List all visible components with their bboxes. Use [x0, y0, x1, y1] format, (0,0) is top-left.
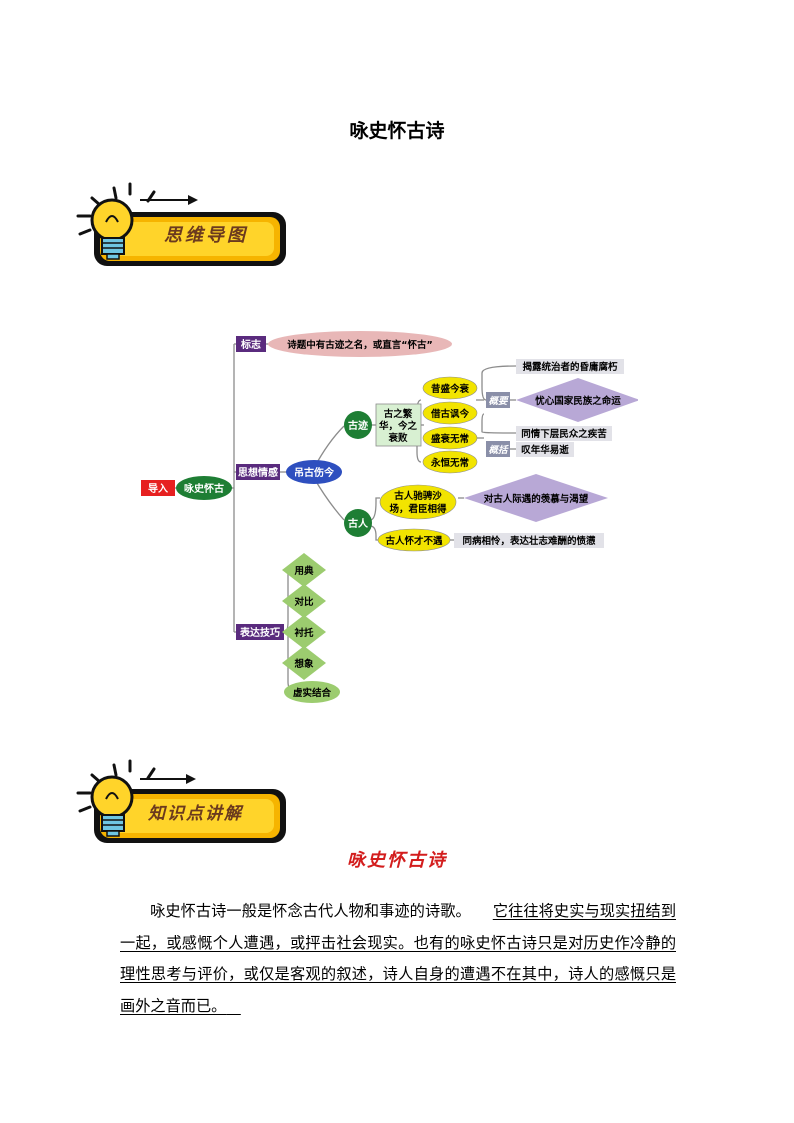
node-guji-desc-2: 华，今之: [379, 420, 418, 432]
oval-4: 永恒无常: [430, 457, 469, 469]
node-gaikuo: 概括: [488, 444, 509, 456]
result-1: 揭露统治者的昏庸腐朽: [522, 361, 618, 373]
banner-mindmap-label: 思维导图: [164, 225, 248, 246]
node-guren-2-desc: 同病相怜，表达壮志难酬的愤懑: [462, 535, 596, 547]
node-guren-2: 古人怀才不遇: [385, 535, 443, 547]
tech-4: 想象: [293, 658, 314, 670]
node-diaogu: 吊古伤今: [294, 466, 335, 479]
tech-5: 虚实结合: [293, 687, 332, 699]
node-gaiyao: 概要: [488, 395, 509, 407]
node-guren-1-line1: 古人驰骋沙: [394, 490, 442, 502]
node-guji: 古迹: [348, 419, 368, 432]
para-part-2-underlined: 它往往将史实与现实扭结到一起，或感慨个人遭遇，或抨击社会现实。也有的咏史怀古诗只…: [120, 902, 677, 1015]
para-trailing-space: [226, 997, 240, 1015]
oval-2: 借古讽今: [430, 408, 470, 420]
lightbulb-icon: [76, 182, 286, 266]
oval-1: 昔盛今衰: [431, 383, 470, 395]
banner-mindmap: 思维导图: [70, 180, 290, 272]
node-guren: 古人: [348, 517, 369, 530]
tech-1: 用典: [293, 565, 314, 577]
node-guren-1-line2: 场，君臣相得: [389, 503, 447, 515]
mindmap-diagram: 导入 咏史怀古 标志 诗题中有古迹之名，或直言“怀古” 思想情感 吊古伤今 古迹…: [141, 331, 638, 703]
tech-3: 衬托: [294, 627, 314, 639]
tech-2: 对比: [294, 596, 314, 608]
node-guji-desc-3: 衰败: [387, 432, 408, 444]
node-intro: 导入: [148, 483, 168, 495]
result-2: 忧心国家民族之命运: [535, 395, 621, 407]
result-3: 同情下层民众之疾苦: [521, 428, 607, 440]
result-4: 叹年华易逝: [521, 444, 569, 456]
banner-knowledge: 知识点讲解: [70, 757, 290, 849]
node-sixiang: 思想情感: [238, 466, 278, 479]
oval-3: 盛衰无常: [431, 433, 469, 445]
node-guji-desc-1: 古之繁: [384, 408, 413, 420]
body-paragraph: 咏史怀古诗一般是怀念古代人物和事迹的诗歌。它往往将史实与现实扭结到一起，或感慨个…: [120, 896, 676, 1022]
oval-group: 昔盛今衰 借古讽今 盛衰无常 永恒无常: [422, 376, 478, 474]
node-root: 咏史怀古: [184, 482, 224, 495]
section-subtitle: 咏史怀古诗: [347, 850, 447, 871]
node-biaozhi-desc: 诗题中有古迹之名，或直言“怀古”: [287, 339, 433, 351]
page-title: 咏史怀古诗: [349, 120, 445, 142]
node-biaozhi: 标志: [240, 338, 261, 351]
node-biaoda: 表达技巧: [239, 626, 280, 639]
lightbulb-icon: [76, 759, 286, 843]
banner-knowledge-label: 知识点讲解: [148, 804, 243, 824]
node-guren-1-desc: 对古人际遇的羡慕与渴望: [484, 493, 589, 505]
para-part-1: 咏史怀古诗一般是怀念古代人物和事迹的诗歌。: [150, 902, 471, 920]
